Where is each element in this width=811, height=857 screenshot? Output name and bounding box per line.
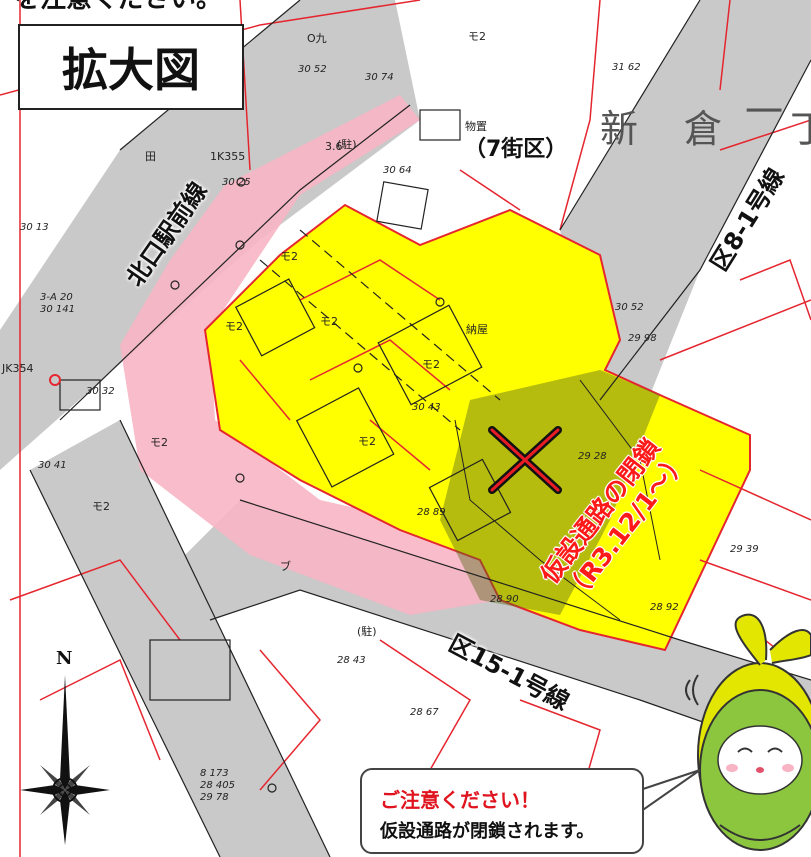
elevation-label: 30 25 — [222, 177, 251, 188]
elevation-label: 30 141 — [40, 304, 75, 315]
elevation-label: 28 90 — [490, 594, 519, 605]
yellow-target-area — [203, 203, 751, 652]
elevation-label: 29 39 — [730, 544, 759, 555]
map-mark: モ2 — [92, 500, 110, 513]
elevation-label: 30 43 — [412, 402, 441, 413]
compass-rose-icon — [20, 675, 110, 845]
map-mark: 3.6 — [325, 140, 343, 153]
elevation-label: 30 52 — [615, 302, 644, 313]
area-char: 一 — [745, 90, 783, 134]
map-mark: モ2 — [320, 315, 338, 328]
elevation-label: 28 43 — [337, 655, 366, 666]
map-mark: モ2 — [358, 435, 376, 448]
mascot-icon — [685, 613, 811, 851]
notice-callout: ご注意ください！ 仮設通路が閉鎖されます。 — [360, 768, 644, 854]
road-ku8-area — [560, 0, 811, 420]
map-mark: JK354 — [1, 362, 33, 375]
elevation-label: 30 32 — [86, 386, 115, 397]
zoom-label: 拡大図 — [62, 43, 200, 97]
elevation-label: 28 405 — [200, 780, 235, 791]
road-southwest-area — [30, 420, 330, 857]
zoom-label-box: 拡大図 — [18, 24, 244, 110]
elevation-label: 30 64 — [383, 165, 412, 176]
elevation-label: 30 13 — [20, 222, 49, 233]
elevation-label: 30 74 — [365, 72, 394, 83]
map-mark: モ2 — [225, 320, 243, 333]
elevation-label: 30 52 — [298, 64, 327, 75]
pink-passage-area — [120, 95, 520, 615]
closure-x-mark — [488, 426, 562, 494]
map-marks: モ2 モ2 モ2 モ2 モ2 モ2 モ2 モ2 (駐) (駐) ブ 納屋 物置 … — [1, 30, 488, 638]
elevation-label: 8 173 — [200, 768, 229, 779]
pink-area-layer — [120, 95, 520, 615]
elevation-label: 31 62 — [612, 62, 641, 73]
elevation-label: 30 41 — [38, 460, 67, 471]
map-mark: 物置 — [465, 119, 487, 133]
elevation-label: 28 67 — [410, 707, 439, 718]
map-mark: モ2 — [422, 358, 440, 371]
elevation-label: 29 78 — [200, 792, 229, 803]
elevation-label: 28 92 — [650, 602, 679, 613]
map-mark: ブ — [280, 559, 291, 573]
compass-north-label: N — [56, 648, 73, 669]
elevation-label: 29 98 — [628, 333, 657, 344]
callout-title: ご注意ください！ — [380, 788, 540, 812]
map-mark: 納屋 — [466, 323, 488, 336]
map-mark: (駐) — [357, 624, 377, 638]
area-char: 倉 — [684, 107, 722, 151]
elevation-label: 29 28 — [578, 451, 607, 462]
map-mark: モ2 — [280, 250, 298, 263]
area-char: 丁 — [790, 107, 811, 151]
elevation-label: 28 89 — [417, 507, 446, 518]
area-name-chars: 新 倉 一 丁 — [600, 90, 811, 151]
map-mark: モ2 — [150, 436, 168, 449]
elevation-label: 3-A 20 — [40, 292, 73, 303]
top-caption: を注意ください。 — [14, 0, 222, 15]
block-label: （7街区） — [462, 131, 570, 163]
map-mark: (駐) — [337, 137, 357, 151]
map-mark: モ2 — [468, 30, 486, 43]
map-mark: 1K355 — [210, 150, 245, 163]
elevation-labels: 30 52 30 74 31 62 30 25 30 64 30 13 3-A … — [20, 62, 759, 803]
area-char: 新 — [600, 107, 638, 151]
map-mark: 田 — [145, 150, 156, 163]
map-mark: O九 — [307, 32, 327, 45]
callout-body: 仮設通路が閉鎖されます。 — [380, 821, 595, 842]
